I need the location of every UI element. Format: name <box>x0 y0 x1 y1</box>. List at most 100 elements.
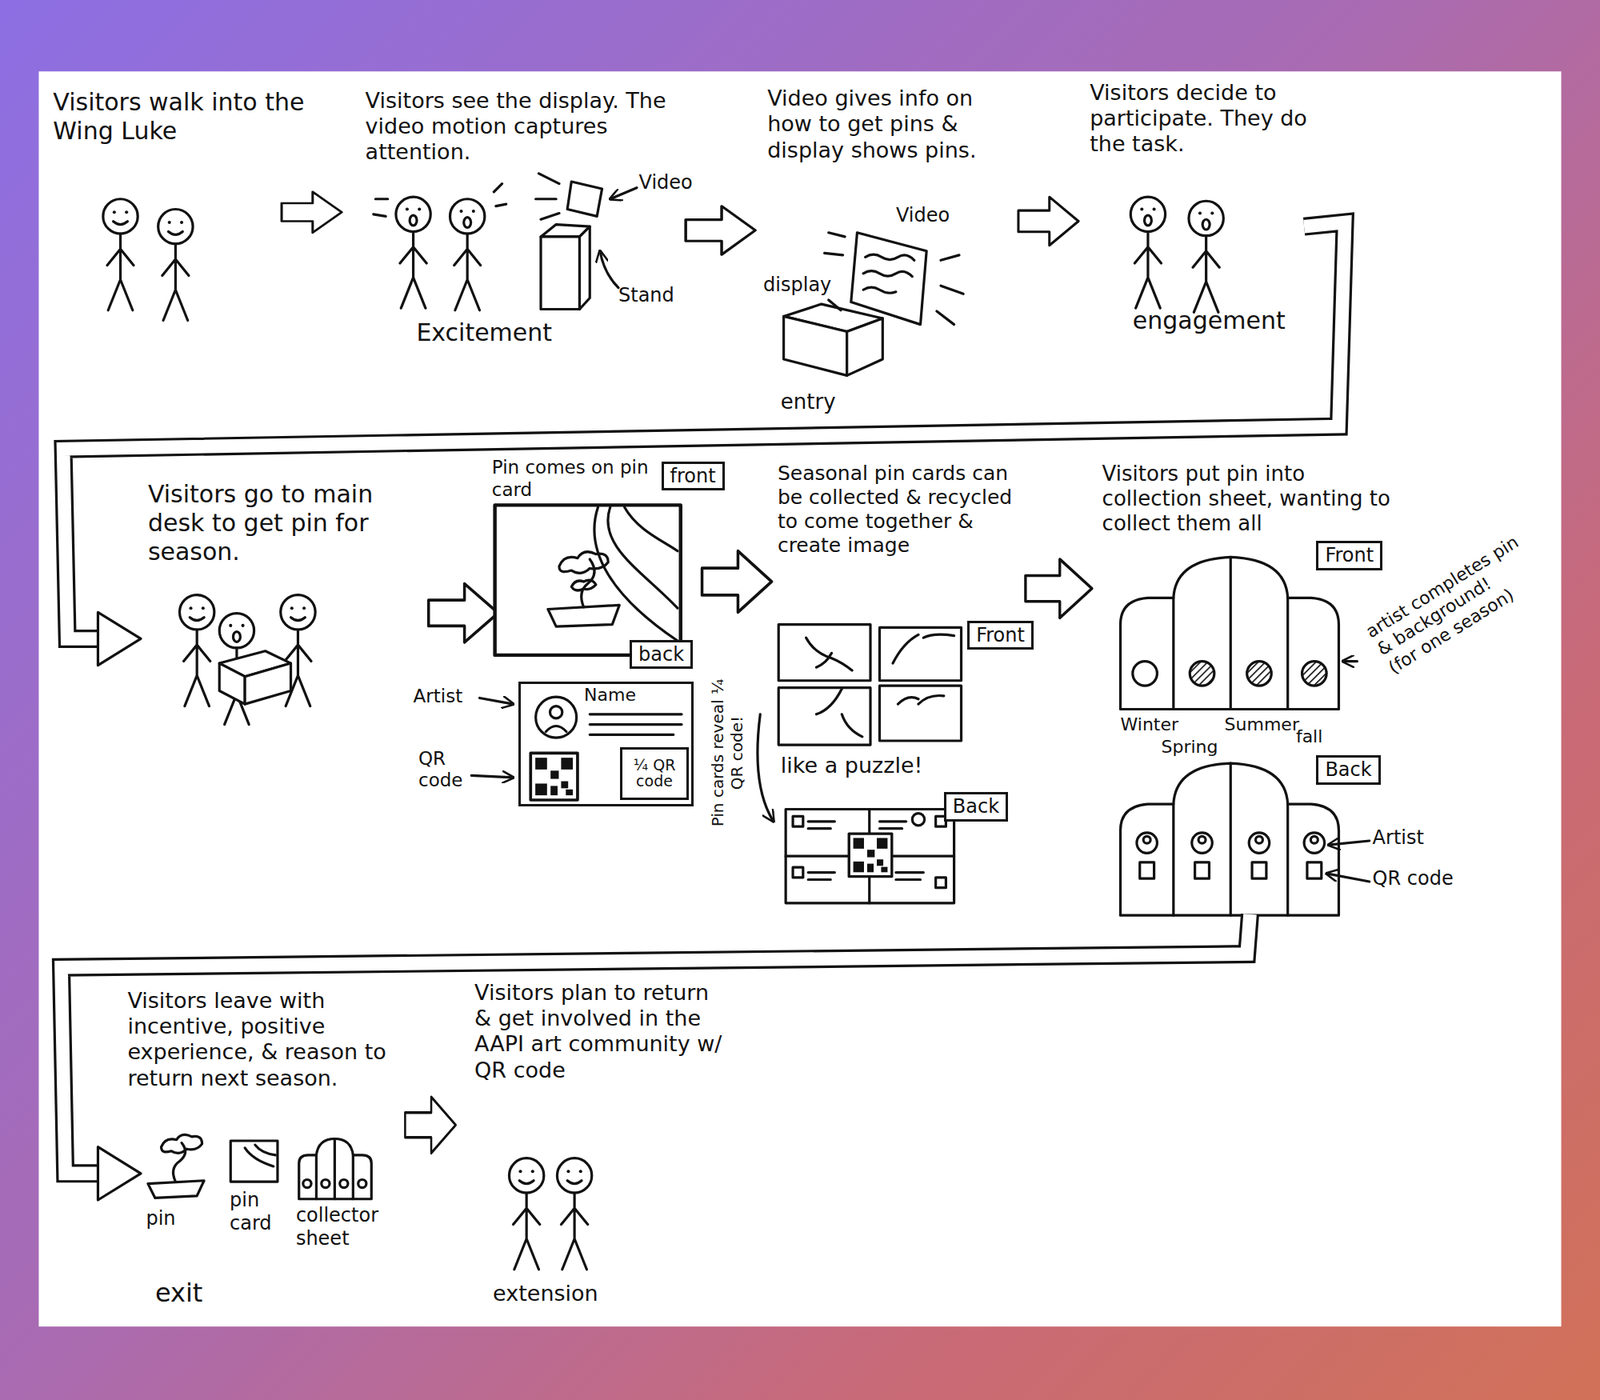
text-label: Visitors see the display. The video moti… <box>365 88 677 166</box>
text-label: Visitors put pin into collection sheet, … <box>1102 461 1404 537</box>
text-label: extension <box>492 1280 599 1307</box>
text-label: pin <box>145 1207 176 1231</box>
display-box <box>847 318 884 376</box>
video-screen <box>567 181 602 216</box>
collection-sheet-back <box>1173 763 1288 916</box>
text-label: Artist <box>413 685 464 708</box>
collector-sheet-icon <box>316 1138 353 1199</box>
flow-arrow <box>1018 196 1079 246</box>
row-connector <box>63 222 1345 639</box>
pin-card-back-art <box>536 696 577 738</box>
collection-sheet-back <box>1256 836 1264 844</box>
puzzle-back <box>848 833 892 877</box>
pin-icon <box>173 1143 186 1182</box>
text-label: Video <box>639 171 693 195</box>
video-screen <box>851 232 927 325</box>
collection-sheet-back <box>1252 862 1267 879</box>
collection-sheet-back <box>1192 832 1213 854</box>
tag-box: back <box>629 640 693 670</box>
leader-arrow <box>1326 873 1370 882</box>
visitor-figure <box>179 595 214 707</box>
text-label: Seasonal pin cards can be collected & re… <box>777 461 1023 558</box>
display-box <box>784 304 884 376</box>
pin-card-front <box>624 507 678 552</box>
pin-card-front <box>608 507 678 608</box>
pin-card-back-art <box>545 726 567 732</box>
collection-sheet-front <box>1189 661 1215 687</box>
text-label: QR code <box>418 748 482 792</box>
rotated-note: artist completes pin & background!(for o… <box>1362 527 1552 679</box>
paper <box>38 71 1561 1327</box>
collection-sheet-front <box>1173 556 1288 709</box>
visitor-figure <box>508 1158 544 1270</box>
text-label: Winter <box>1120 714 1180 736</box>
puzzle-fronts <box>778 624 961 746</box>
pin-card-front <box>571 580 596 591</box>
collection-sheet-back <box>1120 763 1340 916</box>
node-text: front <box>670 464 716 488</box>
puzzle-back <box>896 872 924 880</box>
collection-sheet-back <box>1120 763 1340 916</box>
puzzle-scribbles <box>806 634 955 737</box>
collection-sheet-front <box>1302 661 1328 687</box>
text-label: Visitors leave with incentive, positive … <box>127 988 398 1092</box>
visitor-figure <box>1130 196 1165 308</box>
pin-card-back-art <box>530 752 578 800</box>
sketch <box>61 173 1370 1270</box>
leader-arrow <box>471 775 513 778</box>
text-label: exit <box>155 1277 204 1308</box>
puzzle-back <box>808 821 835 829</box>
collector-sheet-icon <box>358 1179 367 1188</box>
flow-arrow <box>685 206 756 256</box>
text-label: like a puzzle! <box>780 752 924 779</box>
pin-card-back-art <box>550 706 563 719</box>
text-label: pin card <box>229 1188 281 1236</box>
collection-sheet-back <box>1310 836 1318 844</box>
collection-sheet-back <box>1143 836 1151 844</box>
collector-sheet-icon <box>303 1179 312 1188</box>
text-label: collector sheet <box>296 1204 399 1251</box>
pin-card-front <box>495 504 681 656</box>
visitor-figure <box>556 1158 592 1270</box>
puzzle-fronts <box>879 685 961 741</box>
leader-arrow <box>610 188 637 200</box>
visitor-figure <box>1188 200 1224 312</box>
pin-icon <box>148 1180 204 1199</box>
collector-sheet-icon <box>299 1138 372 1199</box>
display-box <box>784 316 848 376</box>
flow-arrow <box>428 584 499 643</box>
collection-sheet-back <box>1195 862 1210 879</box>
tag-box: Back <box>1316 755 1380 785</box>
row-connector <box>61 914 1251 1200</box>
node-text: back <box>638 643 684 667</box>
text-label: Spring <box>1161 736 1219 758</box>
leader-line <box>828 300 841 311</box>
tag-box: Back <box>944 792 1008 822</box>
card-back-box: Name¼ QR code <box>518 681 694 807</box>
collection-sheet-front <box>1120 556 1340 709</box>
row-connector <box>97 1147 141 1200</box>
collection-sheet-back <box>1307 862 1322 879</box>
tag-box: Front <box>967 620 1034 651</box>
puzzle-back <box>785 808 954 903</box>
screen-scribble <box>863 254 915 293</box>
flow-arrow <box>702 551 772 613</box>
collection-sheet-back <box>1198 836 1206 844</box>
visitor-figure <box>450 199 485 311</box>
pin-card-front <box>594 507 678 641</box>
pin-card-front <box>581 559 595 608</box>
text-label: QR code <box>1372 867 1454 891</box>
main-desk <box>219 663 245 704</box>
row-connector <box>97 612 141 665</box>
puzzle-back <box>879 821 906 829</box>
pin-card-icon <box>244 1144 276 1167</box>
collector-sheet-icon <box>299 1138 372 1199</box>
text-label: fall <box>1296 726 1323 748</box>
puzzle-back <box>792 867 804 878</box>
leader-arrow <box>600 251 619 288</box>
collection-sheet-front <box>1132 661 1158 687</box>
text-label: Summer <box>1224 714 1300 736</box>
collection-sheet-front <box>1247 661 1272 687</box>
pin-card-icon <box>230 1140 278 1182</box>
collection-sheet-back <box>1136 832 1158 854</box>
